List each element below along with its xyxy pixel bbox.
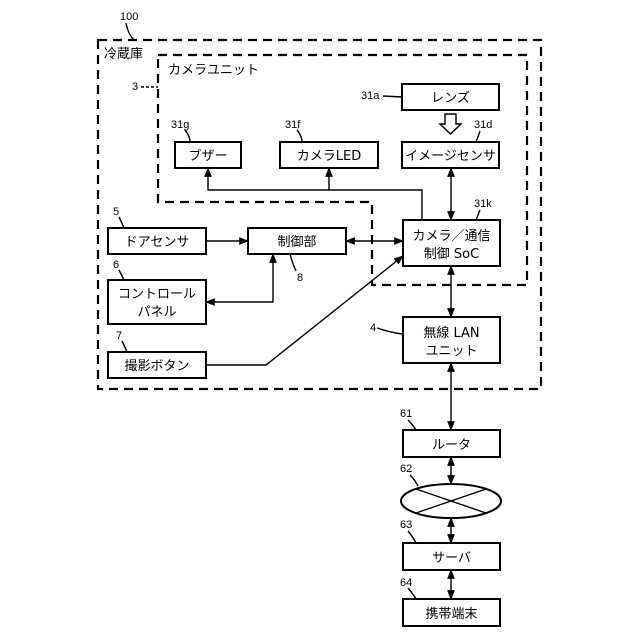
leader-31a [383, 96, 402, 97]
leader-31d [476, 131, 480, 142]
leader-64 [408, 588, 416, 599]
camera-led-label: カメラLED [297, 149, 361, 164]
wlan-unit-label-line2: ユニット [425, 344, 477, 359]
ref-62: 62 [400, 463, 412, 475]
ref-63: 63 [400, 519, 412, 531]
leader-62 [410, 475, 418, 486]
ref-8: 8 [297, 272, 303, 284]
link-soc-buzzer [208, 168, 422, 220]
ref-31a: 31a [361, 90, 380, 102]
ref-5: 5 [113, 206, 119, 218]
server-label: サーバ [432, 551, 471, 566]
leader-4 [377, 328, 403, 334]
control-panel-label-line1: コントロール [118, 287, 196, 302]
leader-61 [408, 420, 416, 430]
ref-31f: 31f [285, 119, 301, 131]
ref-4: 4 [370, 322, 376, 334]
leader-31f [297, 130, 302, 142]
leader-8 [290, 254, 296, 271]
link-button-soc [206, 256, 403, 365]
shoot-button-label: 撮影ボタン [124, 358, 189, 374]
image-sensor-label: イメージセンサ [405, 149, 496, 164]
lens-label: レンズ [431, 90, 470, 106]
leader-31g [185, 130, 190, 142]
ref-31k: 31k [474, 198, 492, 210]
buzzer-label: ブザー [188, 148, 227, 164]
ref-31g: 31g [171, 119, 189, 131]
leader-63 [408, 531, 416, 543]
router-label: ルータ [432, 438, 471, 453]
ref-31d: 31d [474, 119, 492, 131]
camera-unit-label: カメラユニット [168, 63, 259, 78]
wlan-unit-label-line1: 無線 LAN [423, 325, 479, 341]
door-sensor-label: ドアセンサ [125, 235, 190, 250]
fridge-label: 冷蔵庫 [104, 47, 143, 62]
link-control-panel [206, 254, 273, 302]
ref-61: 61 [400, 408, 412, 420]
leader-6 [119, 270, 124, 280]
soc-label-line2: 制御 SoC [424, 247, 479, 262]
ref-64: 64 [400, 577, 412, 589]
soc-label-line1: カメラ／通信 [412, 229, 490, 244]
leader-100 [126, 23, 134, 40]
leader-7 [122, 341, 127, 352]
leader-31k [476, 210, 480, 220]
mobile-terminal-label: 携帯端末 [425, 606, 477, 622]
control-panel-label-line2: パネル [137, 305, 176, 320]
ref-6: 6 [113, 259, 119, 271]
control-unit-label: 制御部 [277, 235, 316, 250]
ref-7: 7 [116, 330, 122, 342]
ref-3: 3 [132, 81, 138, 93]
light-arrow-icon [440, 114, 461, 134]
leader-5 [119, 217, 124, 228]
ref-100: 100 [120, 11, 138, 23]
